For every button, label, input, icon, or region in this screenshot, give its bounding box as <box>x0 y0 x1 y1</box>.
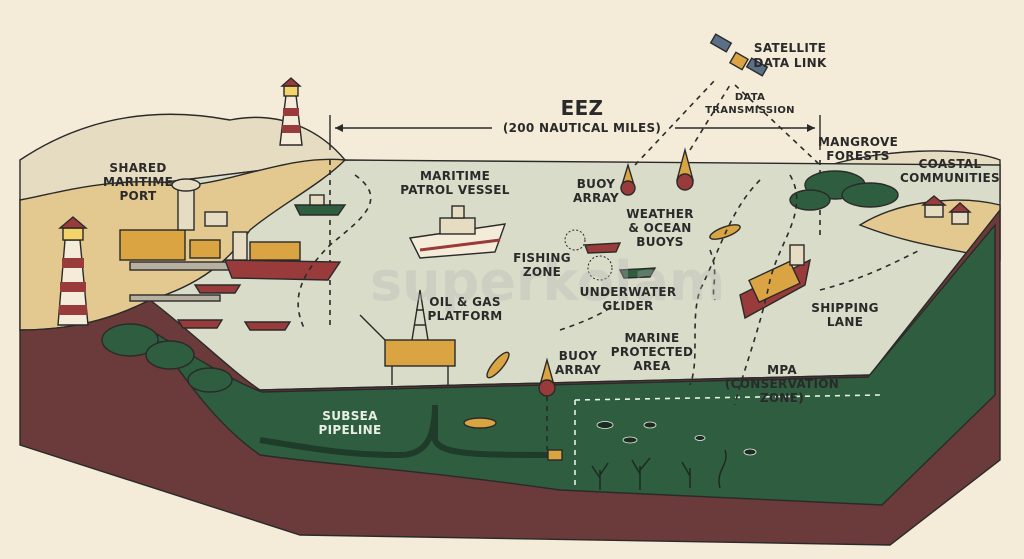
nav-route-2 <box>689 179 761 386</box>
label-weather-line3: BUOYS <box>636 235 684 249</box>
subsea-pipeline <box>259 404 556 459</box>
buoy-array-bottom-icon <box>538 357 556 450</box>
label-fishing-line2: ZONE <box>523 265 561 279</box>
cargo-ship-icon <box>739 244 811 320</box>
label-weather-line2: & OCEAN <box>628 221 691 235</box>
label-weather-line1: WEATHER <box>626 207 694 221</box>
label-patrol-line2: PATROL VESSEL <box>400 183 510 197</box>
label-shipping-line1: SHIPPING <box>811 301 879 315</box>
mangrove-trees <box>789 170 899 211</box>
left-trees <box>101 323 233 393</box>
label-oilgas-line1: OIL & GAS <box>429 295 501 309</box>
port-buildings <box>119 178 271 302</box>
buoy-array-top-icon <box>620 162 636 196</box>
label-buoy-bottom-line1: BUOY <box>559 349 598 363</box>
nav-route-1 <box>297 174 372 331</box>
label-satellite-line2: DATA LINK <box>753 56 827 70</box>
label-glider-line2: GLIDER <box>602 299 653 313</box>
label-coastal-line1: COASTAL <box>919 157 982 171</box>
small-boats <box>176 194 347 331</box>
fishing-boats <box>564 229 657 281</box>
watermark: superkolam <box>370 250 725 313</box>
label-subsea-line1: SUBSEA <box>322 409 378 423</box>
label-mangrove-line1: MANGROVE <box>818 135 898 149</box>
label-oilgas-line2: PLATFORM <box>428 309 503 323</box>
satellite-icon <box>709 33 769 77</box>
label-buoy-top-line1: BUOY <box>577 177 616 191</box>
label-port-line3: PORT <box>119 189 157 203</box>
lighthouse-top-icon <box>279 77 303 146</box>
mpa-boundary <box>574 394 881 490</box>
label-buoy-bottom-line2: ARRAY <box>555 363 601 377</box>
patrol-vessel-icon <box>408 205 507 259</box>
label-mpa-area-line1: MARINE <box>625 331 680 345</box>
label-glider-line1: UNDERWATER <box>580 285 677 299</box>
nav-route-shipping <box>819 249 921 291</box>
glider-route <box>559 299 621 331</box>
label-port-line1: SHARED <box>109 161 166 175</box>
lighthouse-left-icon <box>57 216 89 326</box>
coral-reef <box>591 449 727 490</box>
label-eez-title: EEZ <box>561 96 604 120</box>
oil-gas-platform-icon <box>359 289 456 385</box>
data-link-line-2 <box>689 84 731 151</box>
label-mpa-area-line3: AREA <box>633 359 671 373</box>
background-hills <box>19 113 347 201</box>
label-satellite-line1: SATELLITE <box>754 41 826 55</box>
nav-route-3 <box>734 174 798 406</box>
fishing-route <box>709 249 716 301</box>
pipeline-end-module <box>547 449 563 461</box>
label-fishing-line1: FISHING <box>513 251 571 265</box>
label-eez-sub: (200 NAUTICAL MILES) <box>503 121 661 135</box>
label-subsea-line2: PIPELINE <box>318 423 381 437</box>
label-port-line2: MARITIME <box>103 175 173 189</box>
label-mpa-line2: (CONSERVATION <box>725 377 839 391</box>
port-cargo-ship-icon <box>223 231 342 281</box>
label-coastal-line2: COMMUNITIES <box>900 171 1000 185</box>
label-shipping-line2: LANE <box>827 315 863 329</box>
coastal-houses <box>921 195 972 225</box>
label-mpa-area-line2: PROTECTED <box>611 345 693 359</box>
label-mpa-line3: ZONE) <box>760 391 804 405</box>
label-mpa-line1: MPA <box>767 363 797 377</box>
glider-descending-icon <box>486 351 510 379</box>
fish-school <box>596 421 757 456</box>
label-data-transmission-line2: TRANSMISSION <box>705 105 795 116</box>
glider-surface-icon <box>709 224 741 240</box>
label-buoy-top-line2: ARRAY <box>573 191 619 205</box>
label-data-transmission-line1: DATA <box>735 92 765 103</box>
label-patrol-line1: MARITIME <box>420 169 490 183</box>
weather-buoy-icon <box>676 147 694 191</box>
label-mangrove-line2: FORESTS <box>826 149 889 163</box>
submerged-glider <box>463 417 497 429</box>
